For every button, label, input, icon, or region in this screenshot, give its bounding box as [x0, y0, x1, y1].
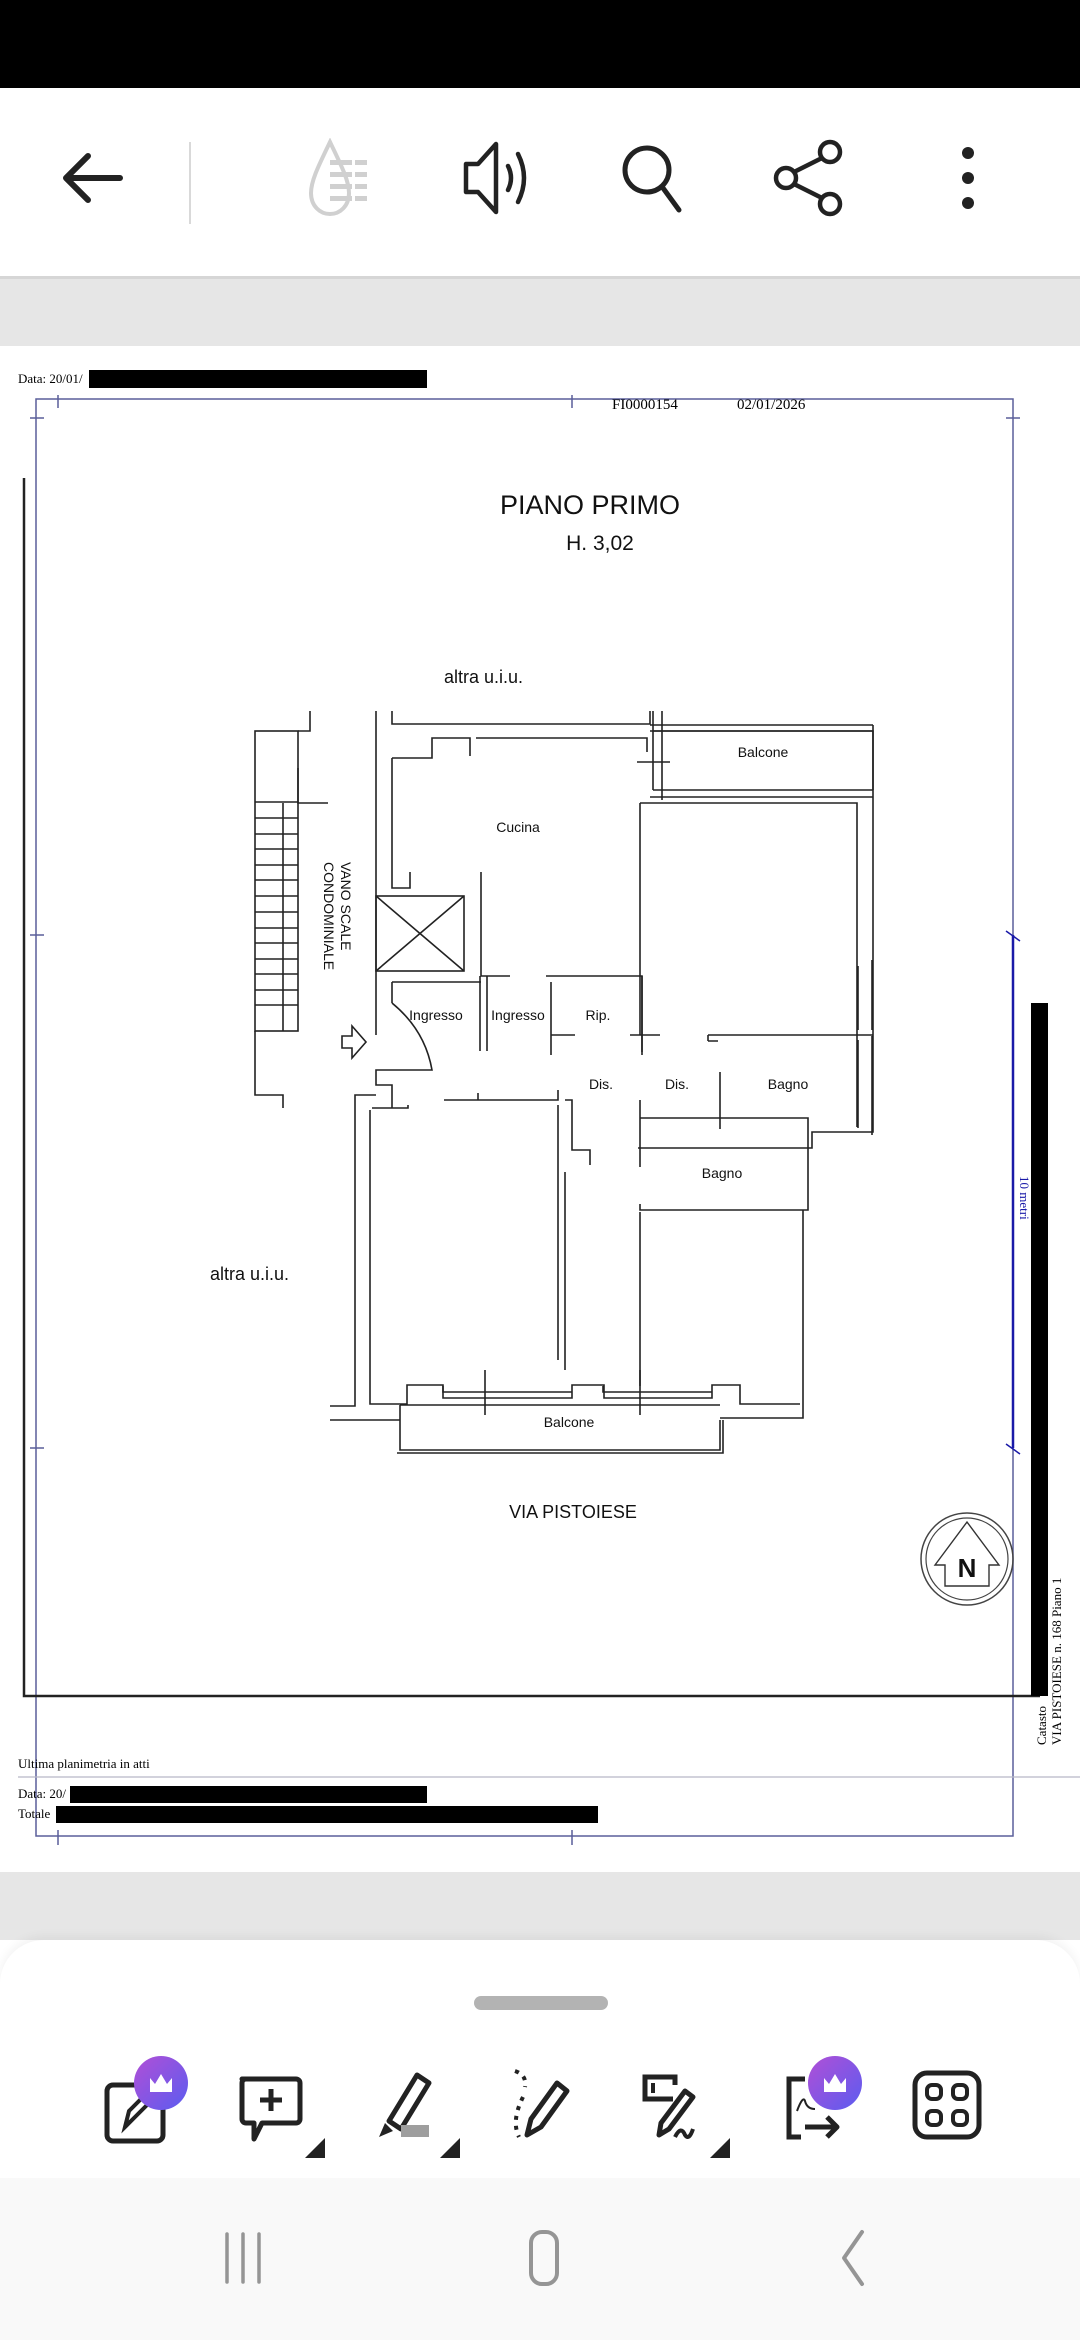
redaction-bar — [1031, 1003, 1048, 1696]
floor-height: H. 3,02 — [566, 532, 634, 555]
scale-label: 10 metri — [1017, 1176, 1032, 1220]
premium-badge — [808, 2056, 862, 2110]
search-icon — [622, 145, 682, 213]
more-options-button[interactable] — [918, 128, 1018, 228]
room-dis-2: Dis. — [665, 1076, 689, 1092]
doc-code: FI0000154 — [612, 397, 678, 413]
footer-total: Totale — [18, 1806, 51, 1821]
page-gap-bottom — [0, 1872, 1080, 1940]
status-bar — [0, 0, 1080, 88]
fill-and-sign-button[interactable] — [620, 2050, 730, 2160]
export-pdf-button[interactable] — [760, 2050, 870, 2160]
highlighter-icon — [379, 2072, 432, 2137]
home-icon — [529, 2230, 559, 2286]
back-icon — [842, 2230, 864, 2286]
room-cucina: Cucina — [496, 819, 540, 835]
label-condominiale: CONDOMINIALE — [321, 862, 337, 970]
drawing-frame — [35, 398, 1014, 1837]
floor-plan — [254, 711, 874, 1454]
pencil-draw-icon — [513, 2069, 570, 2138]
page-gap-top — [0, 279, 1080, 346]
premium-badge — [134, 2056, 188, 2110]
bottom-tools-sheet — [0, 1940, 1080, 2180]
share-button[interactable] — [762, 128, 862, 228]
svg-text:N: N — [958, 1553, 977, 1583]
signature-icon — [642, 2074, 696, 2139]
room-balcone-top: Balcone — [738, 744, 789, 760]
footer-note: Ultima planimetria in atti — [18, 1756, 150, 1771]
room-rip: Rip. — [586, 1007, 611, 1023]
room-balcone-bottom: Balcone — [544, 1414, 595, 1430]
redaction-bar — [70, 1786, 427, 1803]
label-altra-uiu-top: altra u.i.u. — [444, 667, 523, 687]
freehand-draw-button[interactable] — [486, 2050, 596, 2160]
crown-icon — [824, 2074, 846, 2092]
redaction-bar — [56, 1806, 598, 1823]
home-button[interactable] — [484, 2218, 604, 2298]
sheet-drag-handle[interactable] — [474, 1996, 608, 2010]
room-ingresso-1: Ingresso — [409, 1007, 463, 1023]
crown-icon — [150, 2074, 172, 2092]
speaker-icon — [463, 141, 527, 215]
all-tools-button[interactable] — [892, 2050, 1002, 2160]
sidebar-catasto: Catasto — [1034, 1706, 1049, 1745]
street-label: VIA PISTOIESE — [509, 1502, 637, 1522]
pdf-page[interactable]: Data: 20/01/ FI0000154 02/01/2026 10 met… — [0, 346, 1080, 1872]
back-arrow-icon — [63, 153, 123, 203]
grid-apps-icon — [912, 2070, 982, 2140]
system-back-button[interactable] — [790, 2218, 910, 2298]
share-icon — [773, 139, 843, 217]
submenu-indicator-icon — [710, 2138, 730, 2158]
room-ingresso-2: Ingresso — [491, 1007, 545, 1023]
room-dis-1: Dis. — [589, 1076, 613, 1092]
header-date: Data: 20/01/ — [18, 371, 83, 386]
floor-title: PIANO PRIMO — [500, 490, 680, 520]
search-button[interactable] — [605, 128, 705, 228]
submenu-indicator-icon — [305, 2138, 325, 2158]
export-pdf-icon — [786, 2076, 840, 2140]
add-comment-button[interactable] — [215, 2050, 325, 2160]
highlighter-button[interactable] — [350, 2050, 460, 2160]
room-bagno-2: Bagno — [702, 1165, 743, 1181]
top-toolbar — [0, 88, 1080, 279]
label-vano-scale: VANO SCALE — [338, 862, 354, 950]
north-arrow-icon: N — [920, 1512, 1014, 1606]
back-button[interactable] — [43, 128, 143, 228]
submenu-indicator-icon — [440, 2138, 460, 2158]
edit-pdf-button[interactable] — [82, 2050, 192, 2160]
redaction-bar — [89, 370, 427, 388]
reading-mode-button[interactable] — [295, 128, 395, 228]
text-to-speech-button[interactable] — [450, 128, 550, 228]
more-options-icon — [962, 147, 974, 209]
recent-apps-icon — [225, 2232, 261, 2284]
system-navigation-bar — [0, 2178, 1080, 2340]
footer-date: Data: 20/ — [18, 1786, 66, 1801]
toolbar-divider — [189, 142, 191, 224]
comment-plus-icon — [239, 2076, 303, 2142]
room-bagno-1: Bagno — [768, 1076, 809, 1092]
sidebar-address: VIA PISTOIESE n. 168 Piano 1 — [1049, 1578, 1064, 1745]
recent-apps-button[interactable] — [183, 2218, 303, 2298]
label-altra-uiu-left: altra u.i.u. — [210, 1264, 289, 1284]
reading-mode-icon — [308, 138, 367, 217]
doc-code-date: 02/01/2026 — [737, 397, 806, 413]
